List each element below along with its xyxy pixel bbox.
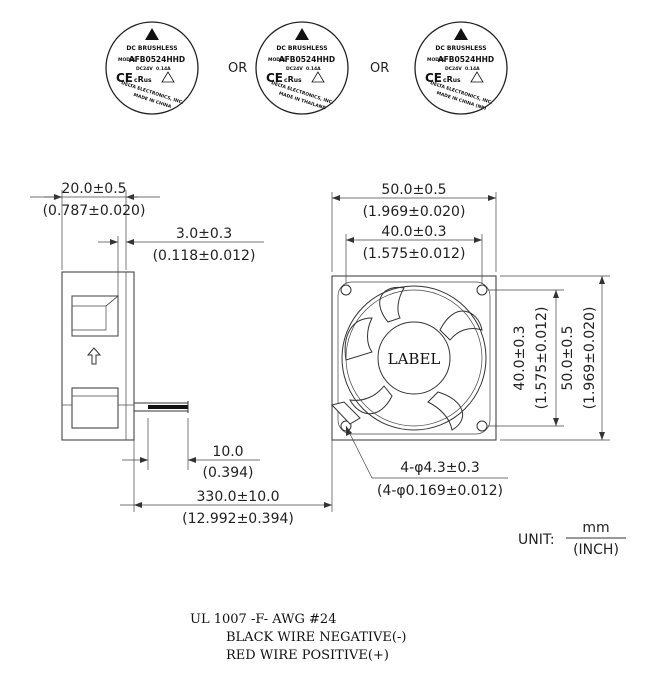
badge-amp: 0.14A: [306, 66, 321, 72]
badge-model-tag: MODEL: [118, 57, 136, 63]
badge-amp: 0.14A: [156, 66, 171, 72]
unit-legend: UNIT: mm (INCH): [518, 520, 626, 558]
dim-hole-v-in: (1.575±0.012): [534, 307, 550, 410]
note-line-3: RED WIRE POSITIVE(+): [226, 648, 389, 663]
badge-model: AFB0524HHD: [129, 55, 185, 64]
dim-holes-in: (4-φ0.169±0.012): [377, 483, 503, 499]
dim-hole-v-mm: 40.0±0.3: [512, 325, 528, 390]
dim-offset-mm: 3.0±0.3: [176, 226, 232, 242]
airflow-arrow-icon: [86, 347, 102, 365]
tuv-mark-icon: [311, 71, 325, 83]
badge-model: AFB0524HHD: [438, 55, 494, 64]
badge-volt: DC24V: [445, 66, 462, 72]
delta-logo-icon: [295, 28, 309, 40]
dim-lead-mm: 330.0±10.0: [197, 489, 280, 505]
dim-width: 50.0±0.5 (1.969±0.020): [331, 182, 497, 272]
ce-mark-icon: CE: [266, 71, 283, 85]
ce-mark-icon: CE: [425, 71, 442, 85]
dim-lead: 330.0±10.0 (12.992±0.394): [120, 430, 333, 527]
ce-mark-icon: CE: [116, 71, 133, 85]
delta-logo-icon: [454, 28, 468, 40]
tuv-mark-icon: [470, 71, 484, 83]
dim-hole-mm: 40.0±0.3: [381, 224, 446, 240]
badge-model-tag: MODEL: [427, 57, 445, 63]
dim-offset-in: (0.118±0.012): [153, 248, 256, 264]
badge-3: DC BRUSHLESS MODEL AFB0524HHD DC24V 0.14…: [414, 21, 508, 115]
fan-front-view: LABEL: [331, 275, 497, 441]
note-line-2: BLACK WIRE NEGATIVE(-): [226, 630, 406, 645]
dim-depth-in: (0.787±0.020): [43, 203, 146, 219]
dim-strip-in: (0.394): [202, 465, 253, 481]
dim-depth-mm: 20.0±0.5: [61, 181, 126, 197]
badge-line1: DC BRUSHLESS: [276, 45, 327, 52]
dim-holes-mm: 4-φ4.3±0.3: [400, 460, 479, 476]
badge-1: DC BRUSHLESS MODEL AFB0524HHD DC24V 0.14…: [105, 21, 199, 115]
ul-mark-icon: cRus: [134, 75, 152, 84]
ul-mark-icon: cRus: [284, 75, 302, 84]
dim-height-mm: 50.0±0.5: [560, 325, 576, 390]
ul-mark-icon: cRus: [443, 75, 461, 84]
dim-lead-in: (12.992±0.394): [182, 511, 294, 527]
wire-notes: UL 1007 -F- AWG #24 BLACK WIRE NEGATIVE(…: [190, 612, 406, 663]
mount-hole: [476, 420, 488, 432]
badge-2: DC BRUSHLESS MODEL AFB0524HHD DC24V 0.14…: [255, 21, 349, 115]
dim-hole-spacing-vertical: 40.0±0.3 (1.575±0.012): [488, 289, 564, 427]
badge-amp: 0.14A: [465, 66, 480, 72]
dim-mount-holes: 4-φ4.3±0.3 (4-φ0.169±0.012): [345, 425, 508, 499]
dim-strip-mm: 10.0: [212, 444, 243, 460]
badge-model-tag: MODEL: [268, 57, 286, 63]
mount-hole: [340, 284, 352, 296]
badge-model: AFB0524HHD: [279, 55, 335, 64]
dim-width-mm: 50.0±0.5: [381, 182, 446, 198]
dim-width-in: (1.969±0.020): [363, 204, 466, 220]
dim-hole-spacing: 40.0±0.3 (1.575±0.012): [345, 224, 483, 284]
unit-prefix: UNIT:: [518, 532, 555, 548]
or-text-2: OR: [370, 61, 389, 76]
badge-line1: DC BRUSHLESS: [435, 45, 486, 52]
or-text-1: OR: [228, 61, 247, 76]
dim-offset: 3.0±0.3 (0.118±0.012): [98, 226, 264, 296]
tuv-mark-icon: [161, 71, 175, 83]
label-area: LABEL: [388, 350, 441, 368]
unit-top: mm: [582, 520, 609, 536]
badge-volt: DC24V: [136, 66, 153, 72]
dim-height-in: (1.969±0.020): [582, 307, 598, 410]
dim-depth: 20.0±0.5 (0.787±0.020): [30, 181, 160, 270]
unit-bottom: (INCH): [573, 542, 619, 558]
badge-volt: DC24V: [286, 66, 303, 72]
note-line-1: UL 1007 -F- AWG #24: [190, 612, 336, 627]
fan-blades: [344, 286, 483, 431]
dim-height: 50.0±0.5 (1.969±0.020): [500, 275, 610, 441]
mount-hole: [476, 284, 488, 296]
dim-hole-in: (1.575±0.012): [363, 246, 466, 262]
delta-logo-icon: [145, 28, 159, 40]
badge-line1: DC BRUSHLESS: [126, 45, 177, 52]
fan-side-view: [61, 271, 189, 441]
dim-strip: 10.0 (0.394): [122, 418, 260, 481]
